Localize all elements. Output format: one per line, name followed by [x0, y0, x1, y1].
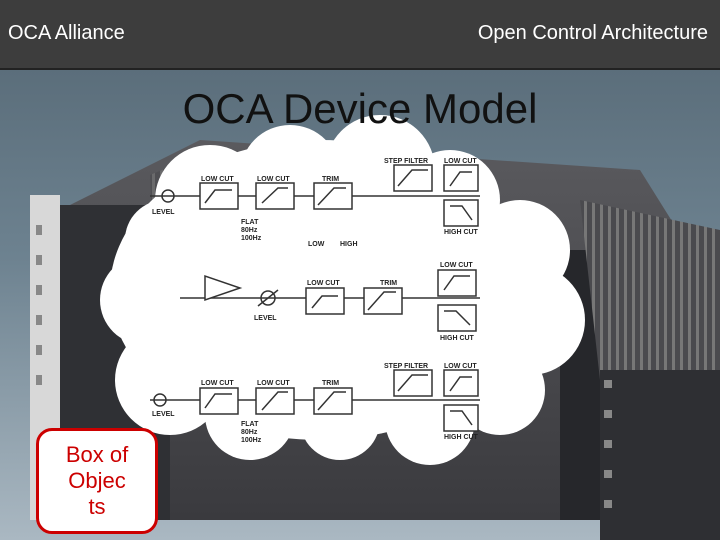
label-lowcut-top-2: LOW CUT — [257, 176, 290, 183]
callout-text: Box of Objec ts — [57, 442, 137, 520]
label-lowcut-bot-3: LOW CUT — [444, 363, 477, 370]
label-stepfilter-bot: STEP FILTER — [384, 363, 428, 370]
label-trim-top: TRIM — [322, 176, 339, 183]
label-trim-bot: TRIM — [322, 380, 339, 387]
label-lowcut-bot-1: LOW CUT — [201, 380, 234, 387]
label-trim-mid: TRIM — [380, 280, 397, 287]
label-80hz-bot: 80Hz — [241, 429, 258, 436]
label-level-bot: LEVEL — [152, 411, 175, 418]
label-low-top: LOW — [308, 241, 325, 248]
label-100hz-top: 100Hz — [241, 235, 262, 242]
label-stepfilter-top: STEP FILTER — [384, 158, 428, 165]
label-highcut-bot: HIGH CUT — [444, 434, 479, 441]
label-highcut-mid: HIGH CUT — [440, 335, 475, 342]
label-lowcut-top-3: LOW CUT — [444, 158, 477, 165]
label-level-top: LEVEL — [152, 209, 175, 216]
label-lowcut-mid-r: LOW CUT — [440, 262, 473, 269]
box-of-objects-callout: Box of Objec ts — [36, 428, 158, 534]
label-highcut-top: HIGH CUT — [444, 229, 479, 236]
label-flat-bot: FLAT — [241, 421, 259, 428]
label-80hz-top: 80Hz — [241, 227, 258, 234]
label-level-mid: LEVEL — [254, 315, 277, 322]
label-high-top: HIGH — [340, 241, 358, 248]
label-flat-top: FLAT — [241, 219, 259, 226]
label-lowcut-top-1: LOW CUT — [201, 176, 234, 183]
label-lowcut-mid: LOW CUT — [307, 280, 340, 287]
label-lowcut-bot-2: LOW CUT — [257, 380, 290, 387]
label-100hz-bot: 100Hz — [241, 437, 262, 444]
slide-title: OCA Device Model — [0, 85, 720, 133]
